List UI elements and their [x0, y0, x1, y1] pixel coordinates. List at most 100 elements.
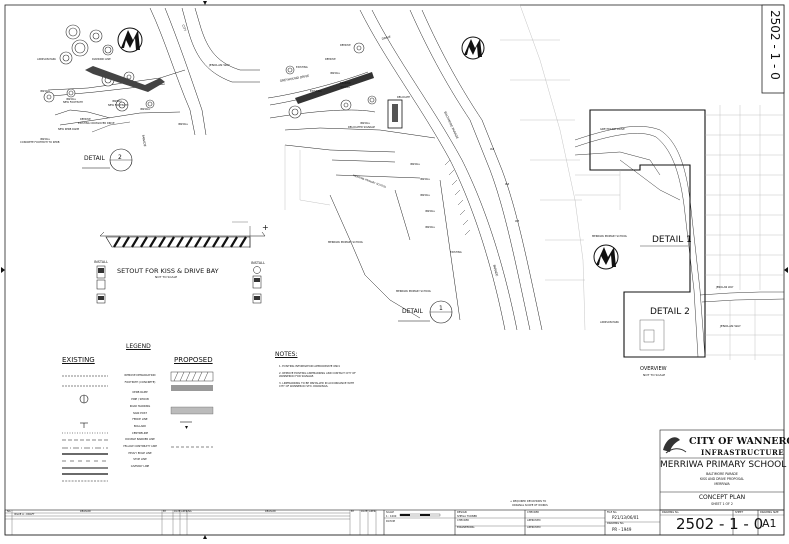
- svg-text:SHEET: SHEET: [735, 510, 744, 514]
- title-block: [4, 429, 785, 536]
- legend-proposed-heading: PROPOSED: [174, 356, 213, 364]
- svg-text:GREYHOUND DRIVE: GREYHOUND DRIVE: [600, 127, 625, 131]
- detail-2-annotations: ADDISON PARK DIAMOND LINE INSTALL INSTAL…: [20, 57, 189, 144]
- svg-text:REMOVE: REMOVE: [325, 57, 336, 61]
- legend-item: HEAVY EDGE LINE: [128, 451, 152, 455]
- detail-1-number: 1: [439, 305, 443, 312]
- sign-post-right: [252, 266, 262, 304]
- detail-1-lot-lines: [284, 4, 586, 331]
- svg-text:No.: No.: [188, 509, 192, 513]
- svg-text:INSTALL: INSTALL: [40, 89, 51, 93]
- jenolan-way-label-2: JENOLAN WAY: [720, 324, 741, 328]
- svg-text:SCALE: SCALE: [386, 510, 394, 514]
- legend-item: DOUBLE BARRIER LINE: [125, 438, 155, 442]
- svg-text:INSTALL: INSTALL: [425, 225, 436, 229]
- map-label-drive: DRIVE: [381, 35, 391, 41]
- svg-text:DIAMOND LINE: DIAMOND LINE: [92, 57, 111, 61]
- wanneroo-logo: [663, 437, 687, 454]
- svg-text:DATE: DATE: [361, 509, 368, 513]
- legend-item: KERB RAMP: [132, 391, 148, 395]
- svg-text:DRAWING No.: DRAWING No.: [607, 521, 624, 525]
- setout-install-right: INSTALL: [251, 261, 266, 265]
- svg-text:RELOCATE: RELOCATE: [397, 95, 410, 99]
- scale-bar: [399, 513, 441, 517]
- svg-text:BY: BY: [351, 509, 355, 513]
- svg-text:BY: BY: [163, 509, 167, 513]
- notes-list: 1. EXISTING INFORMATION APPROXIMATE ONLY…: [279, 365, 359, 389]
- detail-1-label: DETAIL: [402, 308, 423, 315]
- svg-text:DATUM: DATUM: [386, 519, 395, 523]
- drawing-size: A1: [762, 517, 777, 530]
- file-reference: P21/13/06/01: [612, 515, 639, 520]
- svg-text:REMOVE: REMOVE: [340, 81, 351, 85]
- svg-text:CONCRETE FOOTPATH TO KERB: CONCRETE FOOTPATH TO KERB: [20, 140, 60, 144]
- north-arrow-3: [593, 244, 619, 270]
- overview-map: [574, 105, 785, 360]
- svg-text:ADDISON PARK: ADDISON PARK: [37, 57, 56, 61]
- sheet-code-box: [761, 4, 785, 94]
- svg-text:DATE: DATE: [174, 509, 181, 513]
- svg-text:INSTALL: INSTALL: [112, 99, 123, 103]
- svg-text:CHECKED: CHECKED: [527, 510, 539, 514]
- sheet-title: CONCEPT PLAN: [698, 494, 746, 501]
- org-sub: INFRASTRUCTURE: [701, 448, 785, 457]
- detail-2-trees: [43, 24, 155, 112]
- sheet-code-text: 2502 - 1 - 0: [768, 10, 782, 80]
- baltimore-label: BALTIMORE PARADE: [443, 111, 459, 140]
- note-item: 2. REMOVE EXISTING LINEMARKING AND CONTA…: [279, 371, 356, 379]
- svg-text:##: ##: [505, 182, 509, 186]
- north-arrow-2: [461, 36, 485, 60]
- svg-text:+ REQUIRED DEVIATIONS TO: + REQUIRED DEVIATIONS TO: [510, 499, 546, 503]
- svg-text:MERRIWA PRIMARY SCHOOL: MERRIWA PRIMARY SCHOOL: [592, 234, 628, 238]
- border-marker: [203, 1, 207, 5]
- svg-text:REMOVE: REMOVE: [340, 43, 351, 47]
- overview-detail-1-label: DETAIL 1: [652, 235, 692, 245]
- svg-text:DRAWING SIZE: DRAWING SIZE: [760, 510, 779, 514]
- overview-annotations: GREYHOUND DRIVE MERRIWA PRIMARY SCHOOL A…: [592, 127, 734, 324]
- svg-text:No.: No.: [7, 509, 11, 513]
- detail-2-callout: [82, 148, 133, 172]
- svg-text:EXISTING: EXISTING: [296, 65, 308, 69]
- detail-1-relocate-box: [387, 99, 403, 129]
- svg-text:NEW FOOTPATH: NEW FOOTPATH: [108, 103, 128, 107]
- legend-title: LEGEND: [126, 343, 151, 350]
- overview-detail-2-label: DETAIL 2: [650, 307, 690, 317]
- svg-text:SHEILA TURNER: SHEILA TURNER: [457, 514, 477, 518]
- school-label-3: MERRIWA PRIMARY SCHOOL: [396, 290, 432, 293]
- legend-item: CENTRELINE: [131, 431, 149, 435]
- border-marker: [203, 535, 207, 539]
- detail-1-trees: [285, 42, 377, 119]
- svg-text:REASON: REASON: [80, 509, 91, 513]
- svg-text:DRAWING No.: DRAWING No.: [662, 510, 679, 514]
- legend-existing-heading: EXISTING: [62, 356, 95, 364]
- sheet-code: 2502 - 1 - 0: [760, 8, 786, 92]
- detail-1-bay-hatch: [444, 159, 471, 236]
- svg-text:REMOVE: REMOVE: [80, 117, 91, 121]
- detail-1-path-strip: [295, 72, 374, 104]
- project-sub-1: BALTIMORE PARADE: [706, 472, 738, 476]
- note-item: 3. LINEMARKING TO BE INSTALLED IN ACCORD…: [279, 381, 355, 389]
- notes-title: NOTES:: [275, 351, 298, 358]
- detail-1-annotations: REMOVE REMOVE EXISTING INSTALL REMOVE IN…: [296, 43, 519, 254]
- legend-item: STOP LINE: [133, 458, 147, 462]
- legend-item: ROAD MARKING: [129, 404, 151, 408]
- svg-text:RELOCATED SIGNAGE: RELOCATED SIGNAGE: [348, 125, 375, 129]
- detail-2-path-strip: [85, 66, 165, 92]
- legend-item: GIVEWAY LINE: [130, 465, 150, 469]
- svg-text:FILE No.: FILE No.: [607, 510, 617, 514]
- detail-2-label: DETAIL: [84, 155, 105, 162]
- overview-label: OVERVIEW: [640, 366, 667, 372]
- svg-text:INSTALL: INSTALL: [66, 97, 77, 101]
- setout-title: SETOUT FOR KISS & DRIVE BAY: [117, 267, 219, 275]
- legend-item: REMOVE DEMARCATION: [124, 374, 156, 377]
- svg-text:DESIGN: DESIGN: [457, 510, 467, 514]
- legend-existing-samples: [62, 375, 108, 482]
- svg-text:ORIGINAL SCOPE OF WORKS: ORIGINAL SCOPE OF WORKS: [512, 503, 548, 507]
- north-arrow-1: [117, 27, 143, 53]
- svg-text:INSTALL: INSTALL: [410, 162, 421, 166]
- project-sub-3: MERRIWA: [714, 482, 730, 486]
- svg-text:+: +: [262, 223, 269, 232]
- legend-item: YELLOW CONTINUITY LINE: [123, 445, 157, 449]
